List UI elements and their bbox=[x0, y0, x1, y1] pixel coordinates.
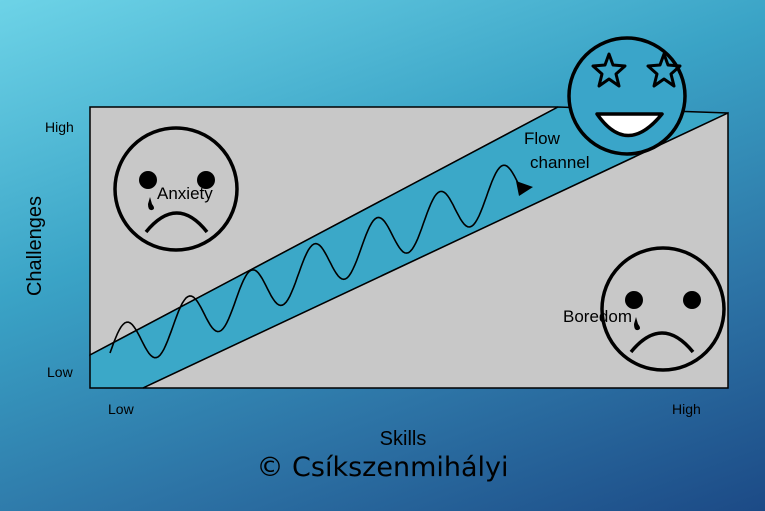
anxiety-face-icon bbox=[113, 126, 239, 252]
flow-arrow-head bbox=[516, 181, 533, 196]
flow-wave-path bbox=[109, 164, 519, 359]
y-axis-title: Challenges bbox=[24, 196, 46, 296]
anxiety-label: Anxiety bbox=[157, 184, 213, 203]
x-low-label: Low bbox=[108, 401, 135, 417]
flow-face-icon bbox=[567, 36, 687, 156]
boredom-region bbox=[142, 111, 729, 389]
x-axis-title: Skills bbox=[380, 428, 427, 450]
flow-label-line2: channel bbox=[530, 153, 590, 172]
flow-label-line1: Flow bbox=[524, 129, 561, 148]
boredom-face-icon bbox=[600, 246, 726, 372]
y-low-label: Low bbox=[47, 364, 74, 380]
x-high-label: High bbox=[672, 401, 701, 417]
copyright-credit: © Csíkszenmihályi bbox=[256, 452, 509, 483]
y-high-label: High bbox=[45, 119, 74, 135]
boredom-label: Boredom bbox=[563, 307, 632, 326]
